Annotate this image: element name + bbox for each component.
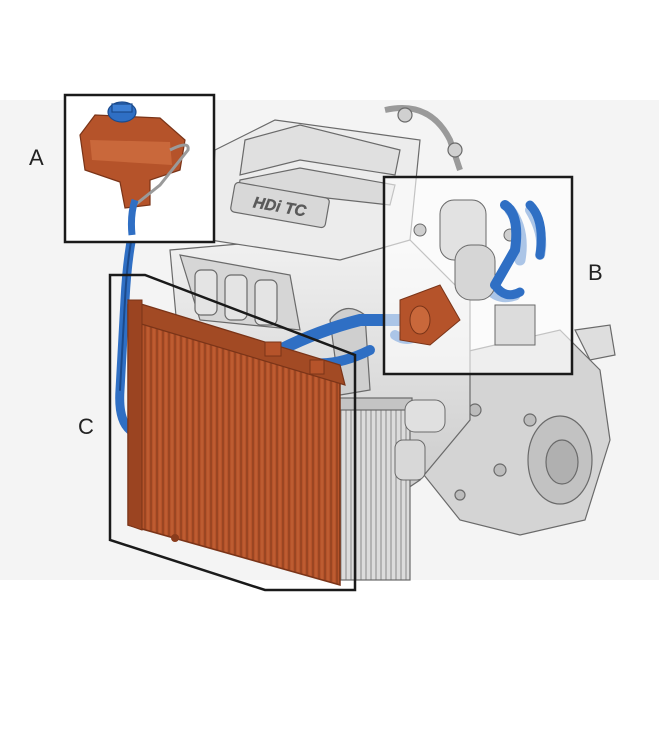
thermostat-housing-icon (399, 199, 536, 346)
valve-cover-ridge (239, 124, 401, 176)
intake-runner (194, 269, 218, 316)
detail-c-frame (108, 273, 357, 592)
callout-label-a: A (29, 145, 44, 170)
top-pipe (384, 105, 463, 171)
alternator (404, 399, 446, 433)
auxiliary-radiator (329, 399, 411, 581)
detail-c-radiator (108, 273, 357, 592)
engine-badge-plate (230, 181, 330, 229)
tank-hose-outlet (127, 198, 139, 236)
mount-bracket (574, 324, 616, 361)
bolt (454, 489, 466, 501)
bolt (493, 463, 507, 477)
oil-filter (394, 439, 426, 481)
intake-runner (254, 279, 278, 326)
radiator-drain (171, 534, 179, 542)
thermostat-hose (490, 200, 522, 290)
callout-label-b: B (588, 260, 603, 285)
radiator-side-tank (127, 299, 143, 531)
bolt (523, 413, 537, 427)
thermostat-hose (525, 200, 546, 260)
gearbox-flange (545, 439, 579, 485)
detail-a-expansion-tank (63, 93, 216, 244)
detail-b-thermostat (382, 175, 574, 376)
radiator-cap (309, 359, 325, 375)
tank-pipe (134, 143, 190, 207)
radiator-icon (127, 299, 346, 586)
pipe-fitting (447, 142, 463, 158)
thermostat-hose (490, 280, 525, 300)
callout-label-c: C (78, 414, 94, 439)
expansion-tank-icon (79, 101, 186, 209)
pipe-fitting (397, 107, 413, 123)
radiator-cap (264, 341, 282, 357)
foreground-details (394, 399, 446, 481)
bolt (468, 403, 482, 417)
hose-radiator-to-engine (274, 314, 406, 356)
